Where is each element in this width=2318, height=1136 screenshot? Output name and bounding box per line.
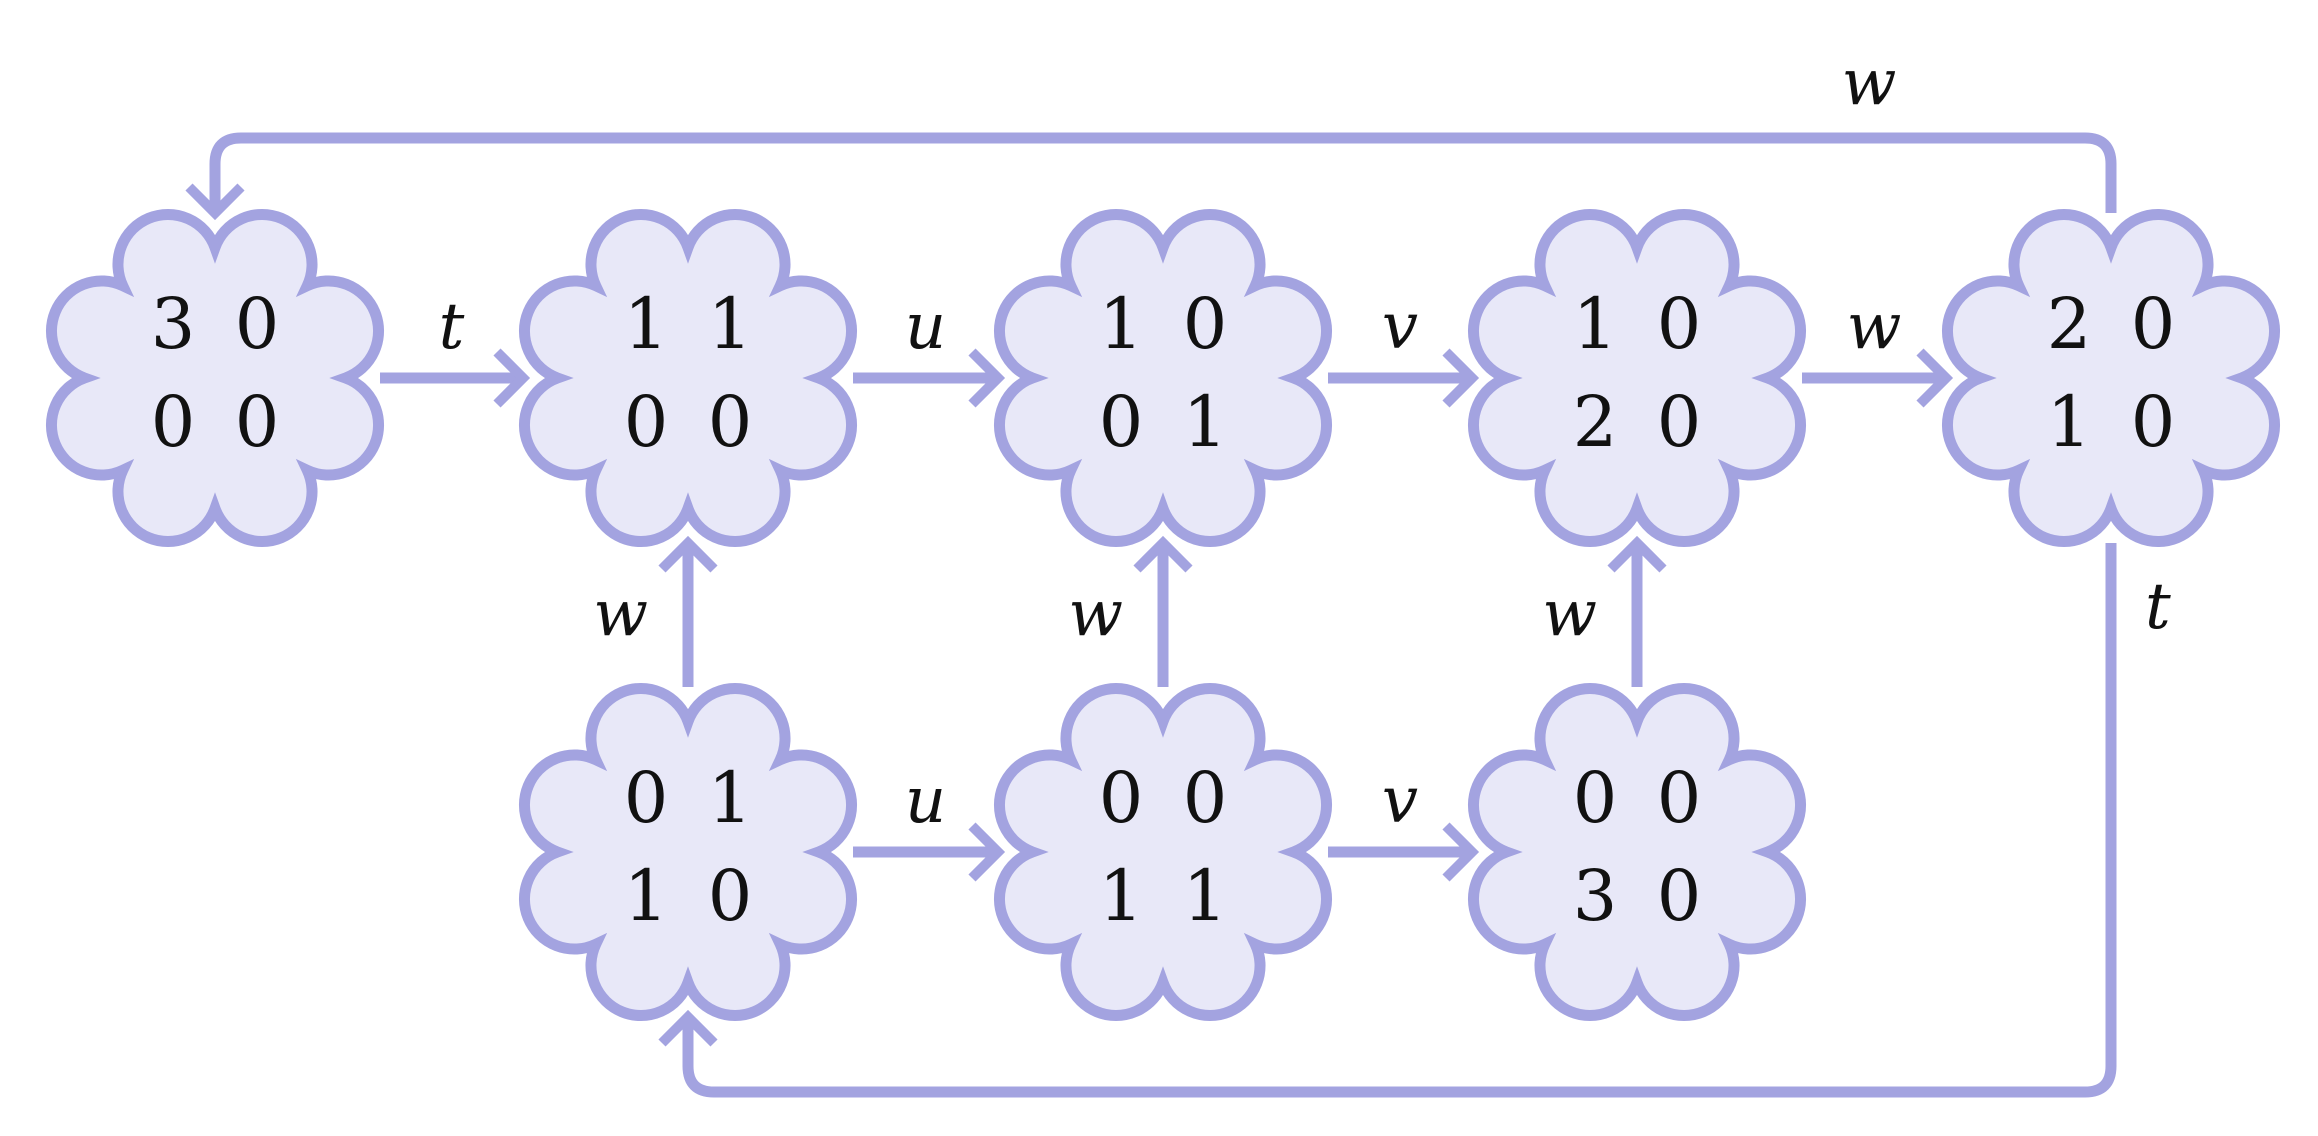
cloud-shape	[1468, 209, 1806, 547]
matrix-cell: 1	[708, 283, 753, 365]
matrix-cell: 3	[1573, 855, 1618, 937]
matrix-cell: 0	[1573, 757, 1618, 839]
matrix-cell: 0	[1099, 381, 1144, 463]
arrowhead-e6	[1442, 822, 1480, 882]
cloud-shape	[519, 683, 857, 1021]
matrix-cell: 0	[2131, 283, 2176, 365]
cloud-shape	[994, 683, 1332, 1021]
edge-e10	[209, 132, 2117, 213]
matrix-cell: 1	[1099, 283, 1144, 365]
arrowhead-e8	[1133, 535, 1193, 573]
edge-label-e9: w	[1542, 577, 1597, 651]
matrix-cell: 0	[2131, 381, 2176, 463]
arrowhead-e5	[968, 822, 1006, 882]
matrix-cell: 0	[235, 283, 280, 365]
matrix-cell: 1	[624, 283, 669, 365]
matrix-cell: 2	[2047, 283, 2092, 365]
edge-label-e4: w	[1847, 290, 1902, 364]
matrix-cell: 1	[1183, 855, 1228, 937]
cloud-shape	[1942, 209, 2280, 547]
matrix-cell: 2	[1573, 381, 1618, 463]
matrix-cell: 0	[708, 855, 753, 937]
matrix-cell: 0	[235, 381, 280, 463]
matrix-cell: 0	[1657, 855, 1702, 937]
edge-label-e5: u	[905, 764, 946, 838]
edge-label-e7: w	[593, 577, 648, 651]
arrowhead-e4	[1916, 348, 1954, 408]
matrix-cell: 1	[624, 855, 669, 937]
arrowhead-e1	[493, 348, 531, 408]
edge-label-e8: w	[1068, 577, 1123, 651]
edge-label-e1: t	[439, 290, 465, 364]
cloud-shape	[1468, 683, 1806, 1021]
matrix-cell: 1	[1099, 855, 1144, 937]
arrowhead-e10	[185, 183, 245, 221]
edge-label-e10: w	[1842, 46, 1897, 120]
edge-label-e3: v	[1382, 290, 1418, 364]
arrowhead-e2	[968, 348, 1006, 408]
arrowhead-e9	[1607, 535, 1667, 573]
edge-label-e11: t	[2145, 570, 2171, 644]
matrix-cell: 1	[2047, 381, 2092, 463]
matrix-cell: 0	[708, 381, 753, 463]
cloud-shape	[46, 209, 384, 547]
matrix-cell: 0	[1183, 283, 1228, 365]
matrix-cell: 1	[708, 757, 753, 839]
matrix-cell: 0	[1657, 381, 1702, 463]
matrix-cell: 0	[624, 381, 669, 463]
matrix-cell: 1	[1573, 283, 1618, 365]
edge-e11	[682, 543, 2117, 1098]
arrowhead-e11	[658, 1009, 718, 1047]
edge-label-e2: u	[905, 290, 946, 364]
matrix-cell: 0	[624, 757, 669, 839]
matrix-cell: 0	[151, 381, 196, 463]
cloud-shape	[519, 209, 857, 547]
cloud-shape	[994, 209, 1332, 547]
edge-labels-layer: t u v w u v w w w w t	[439, 46, 2171, 838]
arrowhead-e7	[658, 535, 718, 573]
matrix-cell: 1	[1183, 381, 1228, 463]
edges-layer	[185, 132, 2117, 1098]
edge-label-e6: v	[1382, 764, 1418, 838]
arrowhead-e3	[1442, 348, 1480, 408]
matrix-cell: 0	[1657, 283, 1702, 365]
matrix-cell: 0	[1183, 757, 1228, 839]
matrix-cell: 3	[151, 283, 196, 365]
matrix-cell: 0	[1657, 757, 1702, 839]
matrix-cell: 0	[1099, 757, 1144, 839]
